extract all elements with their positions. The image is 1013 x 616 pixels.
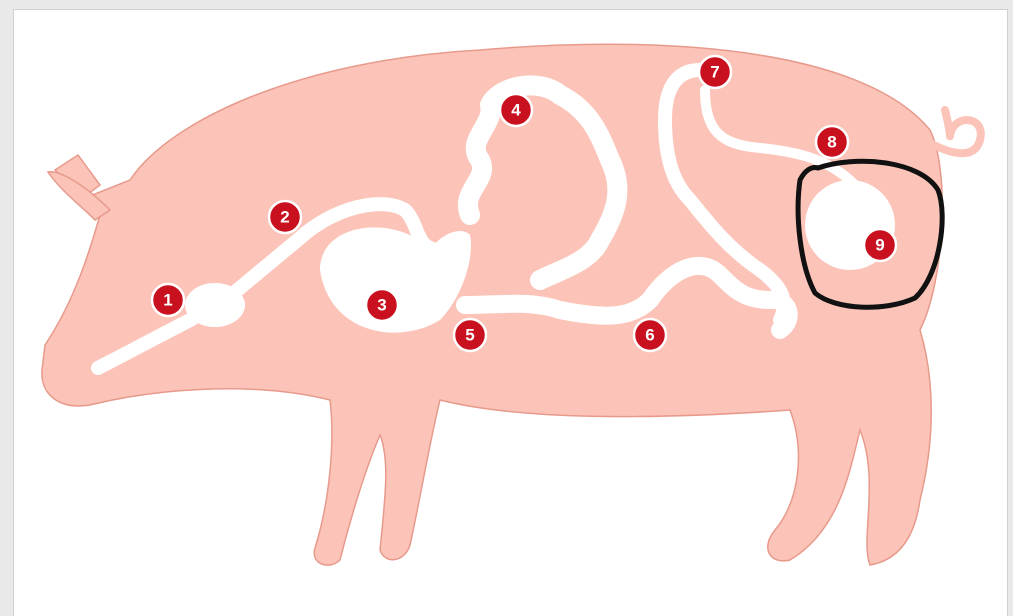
marker-label: 5: [465, 326, 474, 345]
marker-7: 7: [699, 56, 731, 88]
marker-label: 6: [645, 326, 654, 345]
marker-label: 8: [827, 133, 836, 152]
marker-2: 2: [269, 201, 301, 233]
marker-label: 7: [710, 63, 719, 82]
marker-label: 1: [163, 291, 172, 310]
marker-label: 9: [875, 236, 884, 255]
marker-1: 1: [152, 284, 184, 316]
marker-8: 8: [816, 126, 848, 158]
mouth-cavity: [185, 283, 245, 327]
pig-tail: [925, 110, 981, 153]
marker-label: 3: [377, 296, 386, 315]
marker-label: 4: [511, 101, 521, 120]
marker-9: 9: [864, 229, 896, 261]
marker-4: 4: [500, 94, 532, 126]
marker-label: 2: [280, 208, 289, 227]
marker-3: 3: [366, 289, 398, 321]
marker-5: 5: [454, 319, 486, 351]
marker-6: 6: [634, 319, 666, 351]
